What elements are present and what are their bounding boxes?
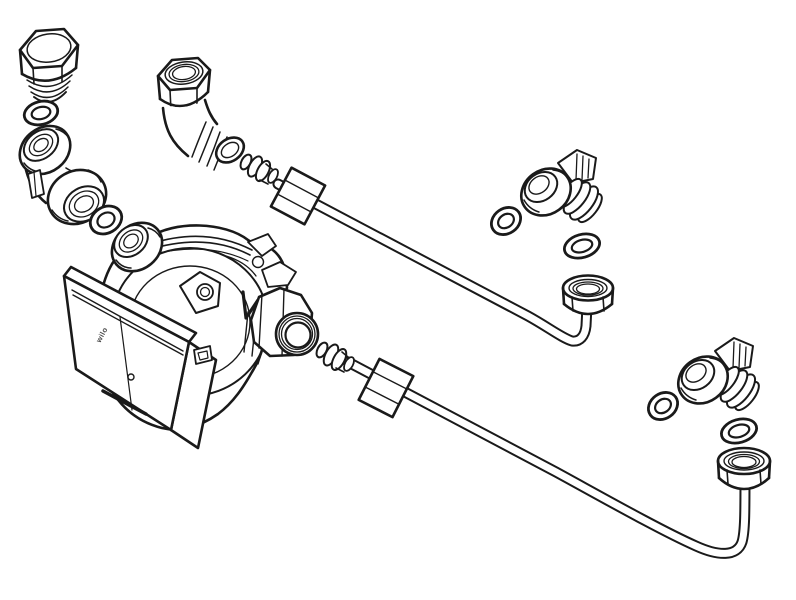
angled-clip-fitting-lower [677, 337, 760, 412]
upper-pipe-hex-nut [269, 166, 327, 226]
o-ring-seal-lower-left [647, 391, 679, 421]
o-ring-seal-lower-mid [720, 417, 758, 445]
pump-outlet-union [249, 286, 320, 358]
box-latch [193, 345, 213, 365]
elbow-90-fitting [156, 56, 246, 171]
box-screw [127, 373, 135, 381]
lower-pipe-hex-nut [357, 357, 415, 419]
lower-pipe-connector-tip [315, 341, 355, 373]
o-ring-seal-elbow [88, 204, 124, 236]
lower-pipe [342, 356, 751, 559]
o-ring-seal-upper-left [490, 206, 522, 236]
pump-inlet-nut [110, 221, 164, 273]
upper-pipe [272, 178, 593, 347]
threaded-plug [18, 27, 80, 103]
lower-pipe-end-nut [716, 446, 772, 491]
upper-pipe-end-nut [561, 274, 615, 316]
o-ring-seal-top-left [22, 99, 60, 127]
o-ring-seal-upper-mid [563, 232, 601, 260]
pump-control-box: wilo [62, 265, 218, 450]
upper-pipe-connector-tip [239, 153, 279, 185]
angled-clip-fitting-upper [520, 149, 603, 224]
